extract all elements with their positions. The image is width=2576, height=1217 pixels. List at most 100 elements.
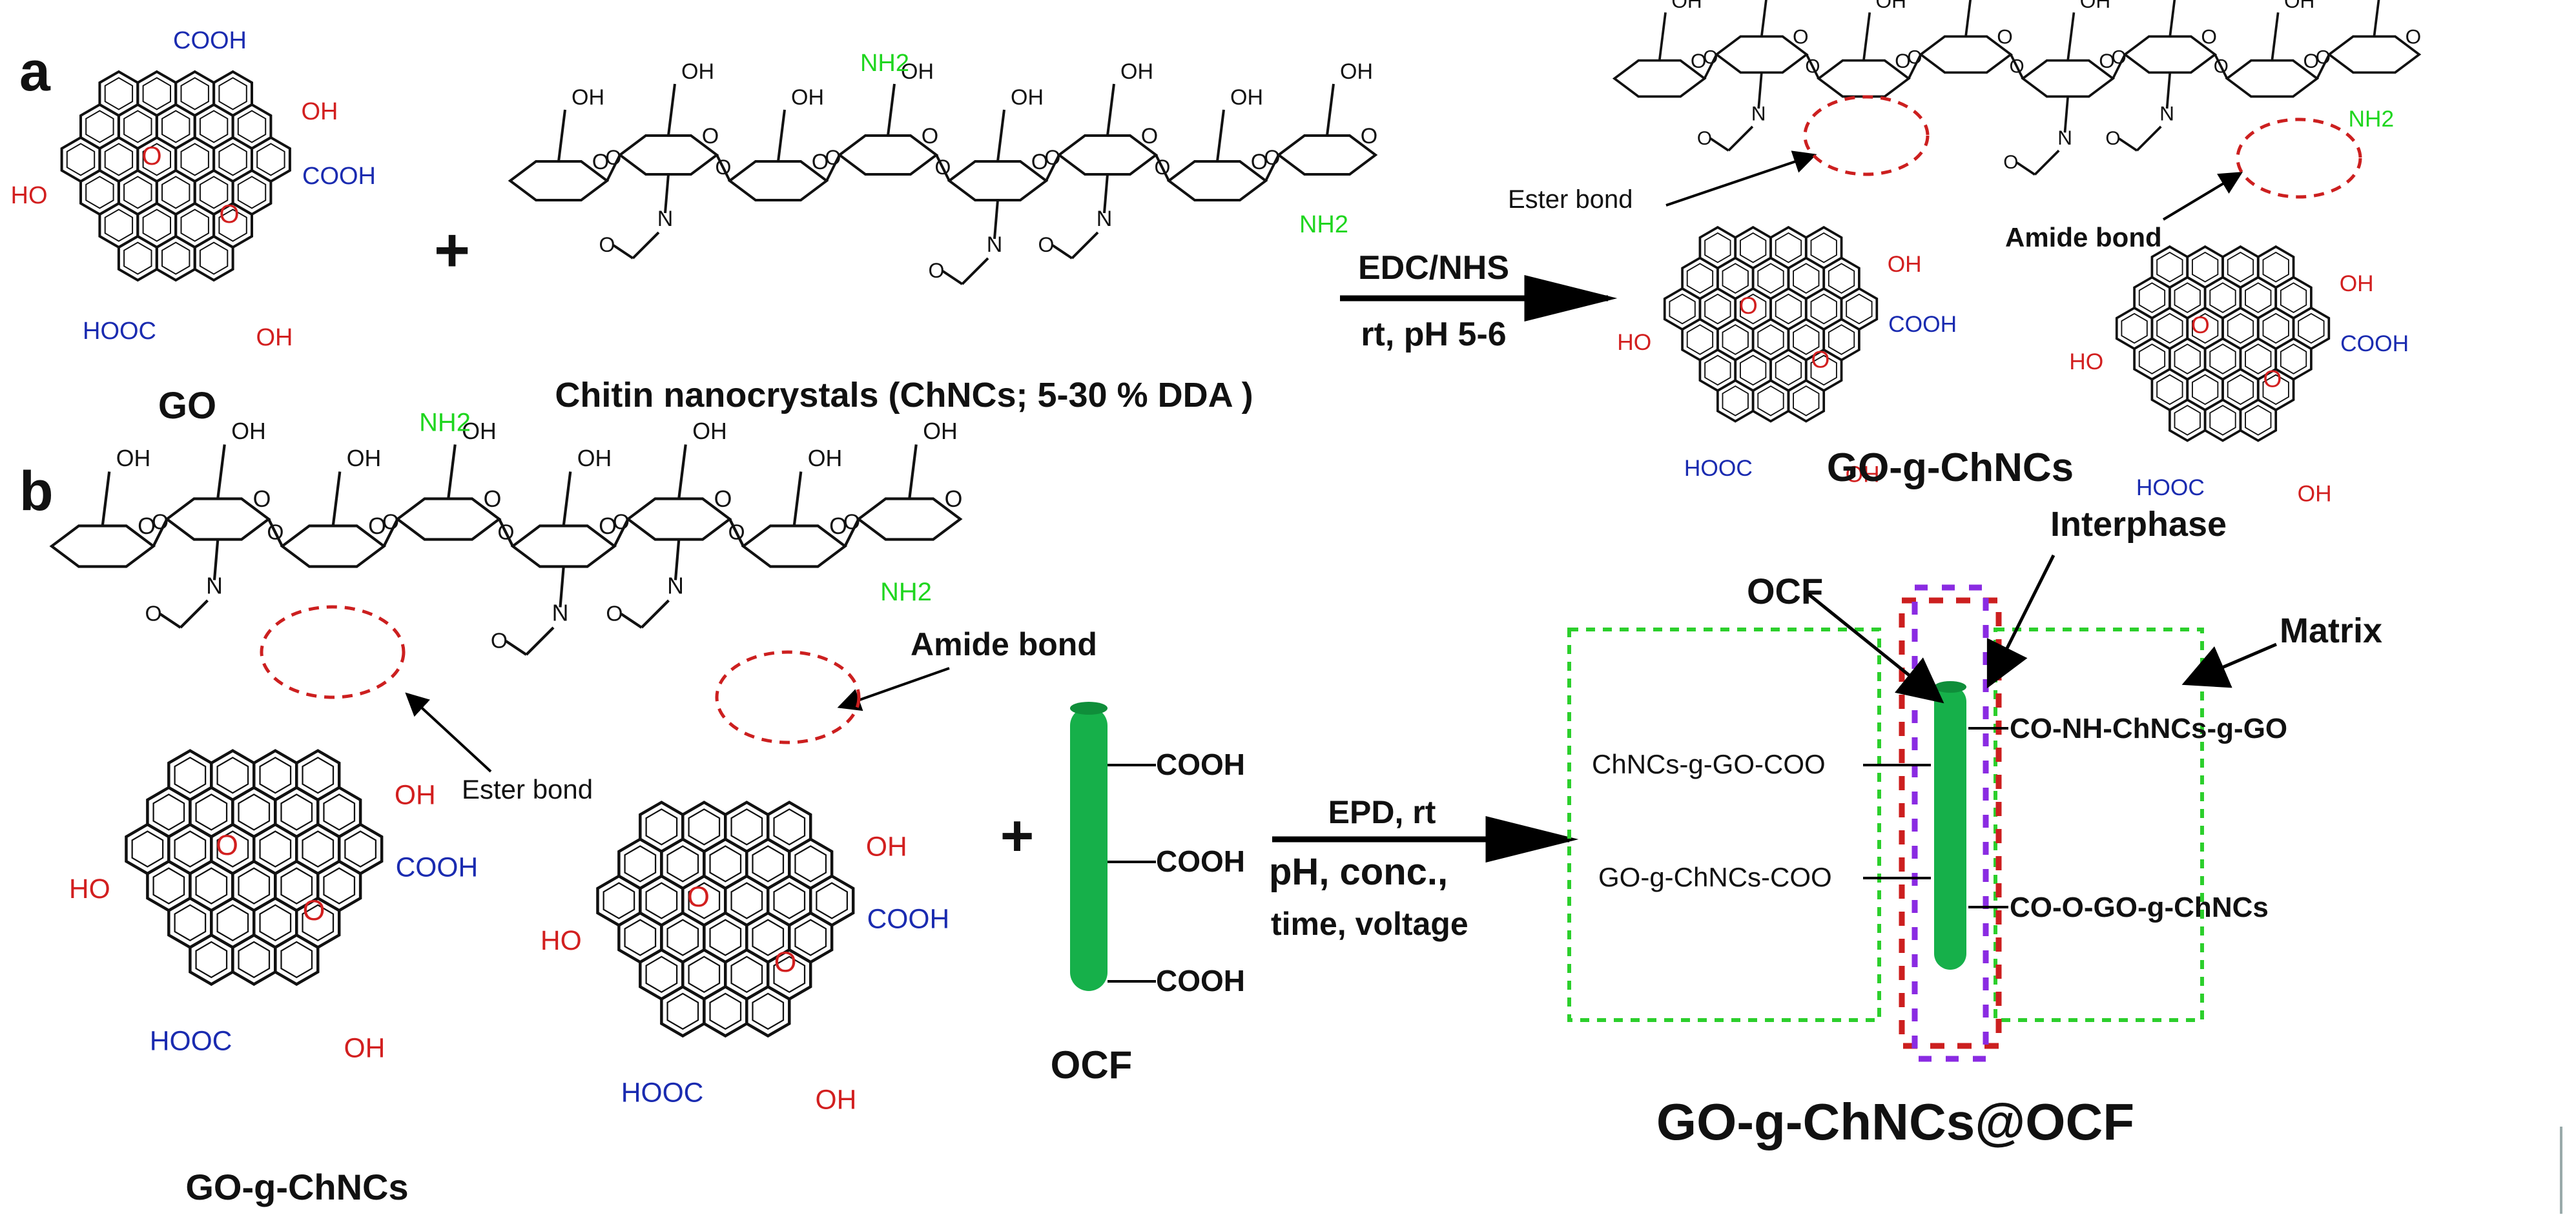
ring-oxygen: O	[1997, 25, 2013, 48]
left-bottom-label: GO-g-ChNCs-COO	[1598, 862, 1832, 892]
linkage-highlight	[260, 605, 406, 699]
right-bottom-label: CO-O-GO-g-ChNCs	[2010, 892, 2269, 923]
ring-oxygen: O	[1793, 25, 1809, 48]
carboxyl-group: COOH	[1888, 312, 1957, 337]
amide-pointer-b	[837, 667, 950, 711]
ring-oxygen: O	[714, 486, 732, 512]
ocf-scheme-label: OCF	[1747, 571, 1823, 611]
ring-oxygen: O	[1361, 124, 1377, 148]
glycosidic-oxygen: O	[1045, 146, 1061, 169]
carboxyl-group: HOOC	[83, 318, 156, 345]
ring-oxygen: O	[1141, 124, 1158, 148]
chnc-label: Chitin nanocrystals (ChNCs; 5-30 % DDA )	[555, 376, 1253, 414]
carboxyl-group: HOOC	[621, 1077, 704, 1108]
acetamide-nitrogen: N	[2057, 126, 2072, 149]
hydroxyl-group: OH	[923, 418, 958, 444]
glycosidic-oxygen: O	[825, 146, 841, 169]
ester-bond-label-b: Ester bond	[462, 774, 593, 804]
chitin-chain-b: OOOHOOOHNOOOOHOOOHNH2OOOHNOOOOHNOOOOHOOH…	[49, 409, 963, 656]
glycosidic-oxygen: O	[716, 156, 732, 179]
glucosamine-ring	[856, 497, 963, 541]
interphase-label: Interphase	[2050, 505, 2227, 544]
amine-group: NH2	[860, 50, 909, 77]
amide-pointer-a	[2162, 172, 2243, 221]
glucosamine-ring	[1612, 59, 1707, 98]
matrix-label: Matrix	[2280, 611, 2382, 650]
hydroxyl-group: OH	[116, 445, 151, 471]
hydroxyl-group: OH	[1230, 85, 1263, 110]
matrix-box-right	[1994, 628, 2204, 1022]
ester-pointer-a	[1665, 150, 1817, 207]
acetamide-nitrogen: N	[667, 573, 684, 599]
linkage-highlight	[1803, 95, 1930, 176]
hydroxyl-group: OH	[302, 98, 338, 125]
hydroxyl-group: OH	[1340, 59, 1373, 84]
carboxyl-group: COOH	[396, 852, 479, 883]
chitin-chain-a: OOOHOOOHNOOOOHOOOHNH2OOOHNOOOOHNOOOOHOOH…	[508, 50, 1378, 285]
plus-sign-a: +	[434, 216, 470, 285]
glycosidic-oxygen: O	[1155, 156, 1171, 179]
glucosamine-ring	[1276, 134, 1378, 176]
glycosidic-oxygen: O	[1703, 46, 1718, 68]
amide-bond-label-b: Amide bond	[911, 626, 1097, 662]
ring-oxygen: O	[2099, 49, 2115, 72]
acetamide-nitrogen: N	[552, 600, 569, 626]
epoxide-oxygen: O	[774, 946, 797, 978]
hydroxyl-group: OH	[1011, 85, 1044, 110]
carboxyl-group: HOOC	[2136, 475, 2205, 500]
glucosamine-ring	[510, 524, 617, 568]
glucosamine-ring	[2123, 35, 2218, 74]
condition-rt-ph: rt, pH 5-6	[1361, 316, 1506, 353]
epoxide-oxygen: O	[216, 829, 238, 861]
carboxyl-group: COOH	[867, 904, 950, 935]
ocf-cooh-3: COOH	[1156, 964, 1245, 997]
amine-group: NH2	[2348, 107, 2394, 132]
glycosidic-oxygen: O	[382, 511, 399, 535]
ring-oxygen: O	[2201, 25, 2217, 48]
glycosidic-oxygen: O	[152, 511, 169, 535]
glycosidic-oxygen: O	[843, 511, 860, 535]
ester-pointer-b	[405, 692, 492, 773]
go-label: GO	[158, 385, 216, 427]
acetamide-nitrogen: N	[657, 207, 674, 231]
benzene-ring	[745, 985, 791, 1038]
glucosamine-ring	[49, 524, 156, 568]
carbonyl-oxygen: O	[606, 602, 623, 626]
carbonyl-oxygen: O	[2105, 128, 2120, 149]
ring-oxygen: O	[1031, 150, 1048, 174]
hydroxyl-group: HO	[2069, 349, 2103, 374]
reagent-edc-nhs: EDC/NHS	[1358, 249, 1509, 287]
ring-oxygen: O	[922, 124, 938, 148]
hydroxyl-group: OH	[577, 445, 612, 471]
hydroxyl-group: HO	[69, 874, 110, 905]
ring-oxygen: O	[812, 150, 829, 174]
benzene-ring	[1787, 379, 1826, 423]
acetamide-nitrogen: N	[1751, 102, 1766, 125]
hydroxyl-group: OH	[1671, 0, 1702, 12]
ocf-core-fiber	[1934, 686, 1966, 970]
hydroxyl-group: OH	[2340, 271, 2374, 296]
benzene-ring	[193, 234, 234, 282]
epoxide-oxygen: O	[2191, 311, 2210, 338]
hydroxyl-group: OH	[347, 445, 382, 471]
reagent-epd: EPD, rt	[1328, 794, 1436, 830]
hydroxyl-group: OH	[1846, 462, 1880, 487]
ocf-cooh-1: COOH	[1156, 748, 1245, 781]
matrix-box-left	[1567, 628, 1881, 1022]
amide-bond-label-a: Amide bond	[2005, 222, 2162, 252]
carboxyl-group: COOH	[2340, 331, 2409, 356]
right-top-label: CO-NH-ChNCs-g-GO	[2010, 713, 2287, 744]
ocf-label: OCF	[1051, 1043, 1133, 1087]
glucosamine-ring	[741, 524, 847, 568]
carboxyl-group: COOH	[173, 27, 247, 54]
epoxide-oxygen: O	[1739, 292, 1758, 319]
final-product-label: GO-g-ChNCs@OCF	[1656, 1093, 2134, 1151]
ring-oxygen: O	[945, 486, 963, 512]
linkage-highlight	[715, 650, 861, 744]
hydroxyl-group: OH	[866, 832, 907, 863]
glycosidic-oxygen: O	[606, 146, 622, 169]
